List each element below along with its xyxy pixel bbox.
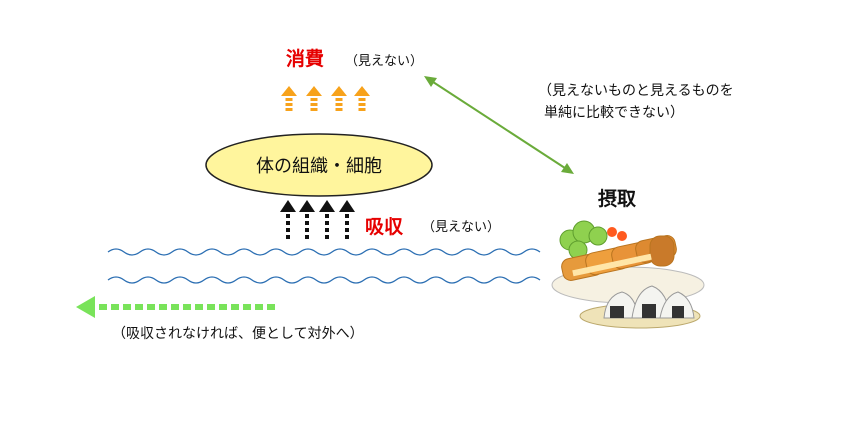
consumption-note: （見えない） xyxy=(345,54,424,69)
food-icon xyxy=(551,220,705,329)
orange-arrow xyxy=(331,86,347,111)
comparison-note-line2: 単純に比較できない） xyxy=(544,105,684,121)
black-arrow xyxy=(319,200,335,239)
absorption-note: （見えない） xyxy=(422,220,501,235)
orange-arrow xyxy=(281,86,297,111)
orange-arrow xyxy=(354,86,370,111)
consumption-arrows xyxy=(281,86,370,111)
comparison-note: （見えないものと見えるものを 単純に比較できない） xyxy=(538,80,798,124)
comparison-arrow xyxy=(424,76,574,174)
orange-arrow xyxy=(306,86,322,111)
excretion-arrow xyxy=(76,296,275,318)
intestine-wave-bottom xyxy=(107,276,541,284)
comparison-note-line1: （見えないものと見えるものを xyxy=(538,83,734,99)
black-arrow xyxy=(339,200,355,239)
tissue-ellipse xyxy=(205,133,433,197)
absorption-arrows xyxy=(280,200,355,239)
intake-title: 摂取 xyxy=(598,188,637,210)
black-arrow xyxy=(299,200,315,239)
black-arrow xyxy=(280,200,296,239)
tissue-label: 体の組織・細胞 xyxy=(256,156,382,177)
absorption-title: 吸収 xyxy=(365,216,404,238)
excretion-note: （吸収されなければ、便として対外へ） xyxy=(112,326,364,342)
consumption-title: 消費 xyxy=(286,48,325,70)
intestine-wave-top xyxy=(107,248,541,256)
